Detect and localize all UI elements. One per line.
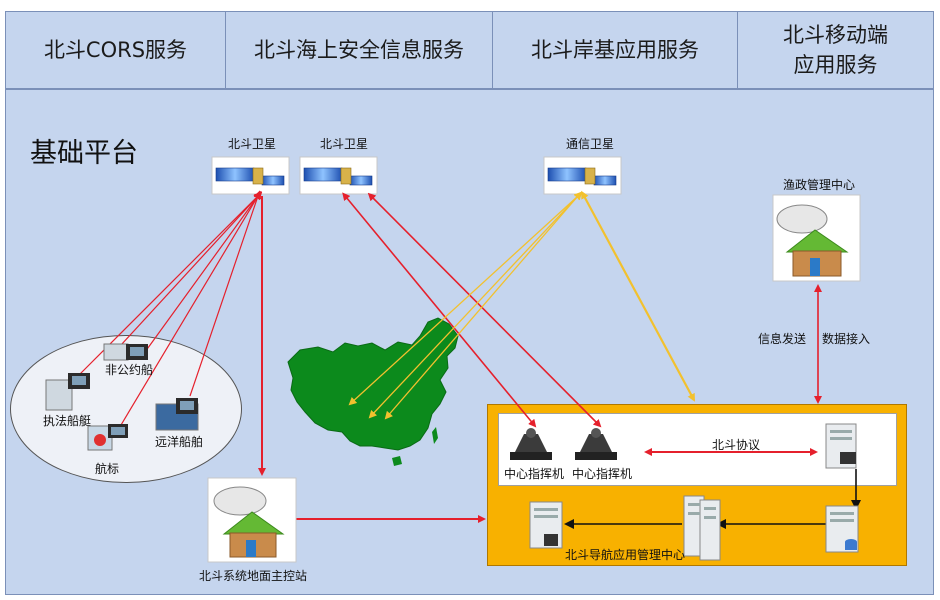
commander-1-icon — [510, 428, 552, 460]
china-map — [287, 317, 459, 451]
cluster-to-nav-arrowhead — [564, 519, 574, 529]
beidou-satellite-2-label: 北斗卫星 — [320, 137, 369, 151]
platform-title: 基础平台 — [30, 138, 138, 169]
maritime-safety-service-cell[interactable]: 北斗海上安全信息服务 — [226, 12, 493, 88]
commander-2-label: 中心指挥机 — [572, 467, 633, 481]
ground-station-building-icon — [207, 477, 297, 563]
service-header: 北斗CORS服务 北斗海上安全信息服务 北斗岸基应用服务 北斗移动端 应用服务 — [5, 11, 934, 89]
server-cluster-icon — [683, 495, 721, 561]
taiwan-island — [432, 427, 438, 444]
law-enforcement-vessel-icon — [45, 373, 90, 411]
database-server-icon — [825, 505, 859, 553]
vessel-link-lines — [75, 190, 263, 431]
beidou-satellite-1-label: 北斗卫星 — [228, 137, 277, 151]
mobile-service-cell[interactable]: 北斗移动端 应用服务 — [738, 12, 933, 88]
cors-service-label: 北斗CORS服务 — [43, 38, 188, 62]
non-public-vessel-label: 非公约船 — [105, 363, 154, 377]
mobile-service-label: 北斗移动端 应用服务 — [783, 23, 888, 77]
nav-center-server-icon — [529, 501, 563, 549]
ocean-vessel-icon — [155, 398, 199, 431]
comm-to-map-lines — [348, 191, 583, 420]
non-public-vessel-icon — [103, 343, 148, 361]
fishery-building-icon — [772, 194, 861, 282]
db-to-cluster-arrowhead — [716, 519, 726, 529]
law-enforcement-vessel-label: 执法船艇 — [43, 414, 92, 428]
hainan-island — [392, 456, 402, 466]
info-send-label: 信息发送 — [758, 332, 807, 346]
shore-based-service-label: 北斗岸基应用服务 — [531, 38, 699, 62]
cors-service-cell[interactable]: 北斗CORS服务 — [6, 12, 226, 88]
ocean-vessel-label: 远洋船舶 — [155, 435, 204, 449]
data-access-label: 数据接入 — [822, 332, 871, 346]
server-down-arrowhead — [851, 500, 861, 510]
comm-satellite-label: 通信卫星 — [566, 137, 615, 151]
buoy-icon — [87, 424, 128, 451]
commander-1-label: 中心指挥机 — [504, 467, 565, 481]
fishery-center-label: 渔政管理中心 — [783, 178, 856, 192]
beidou-satellite-1-icon — [211, 156, 290, 195]
comm-to-center-link — [581, 190, 695, 402]
buoy-label: 航标 — [95, 462, 120, 476]
beidou-satellite-2-icon — [299, 156, 378, 195]
shore-based-service-cell[interactable]: 北斗岸基应用服务 — [493, 12, 738, 88]
ground-master-station-label: 北斗系统地面主控站 — [199, 569, 308, 583]
nav-center-label: 北斗导航应用管理中心 — [565, 548, 686, 562]
commander-2-icon — [575, 428, 617, 460]
protocol-label: 北斗协议 — [712, 438, 761, 452]
protocol-server-icon — [825, 423, 857, 469]
maritime-safety-service-label: 北斗海上安全信息服务 — [254, 38, 464, 62]
comm-satellite-icon — [543, 156, 622, 195]
